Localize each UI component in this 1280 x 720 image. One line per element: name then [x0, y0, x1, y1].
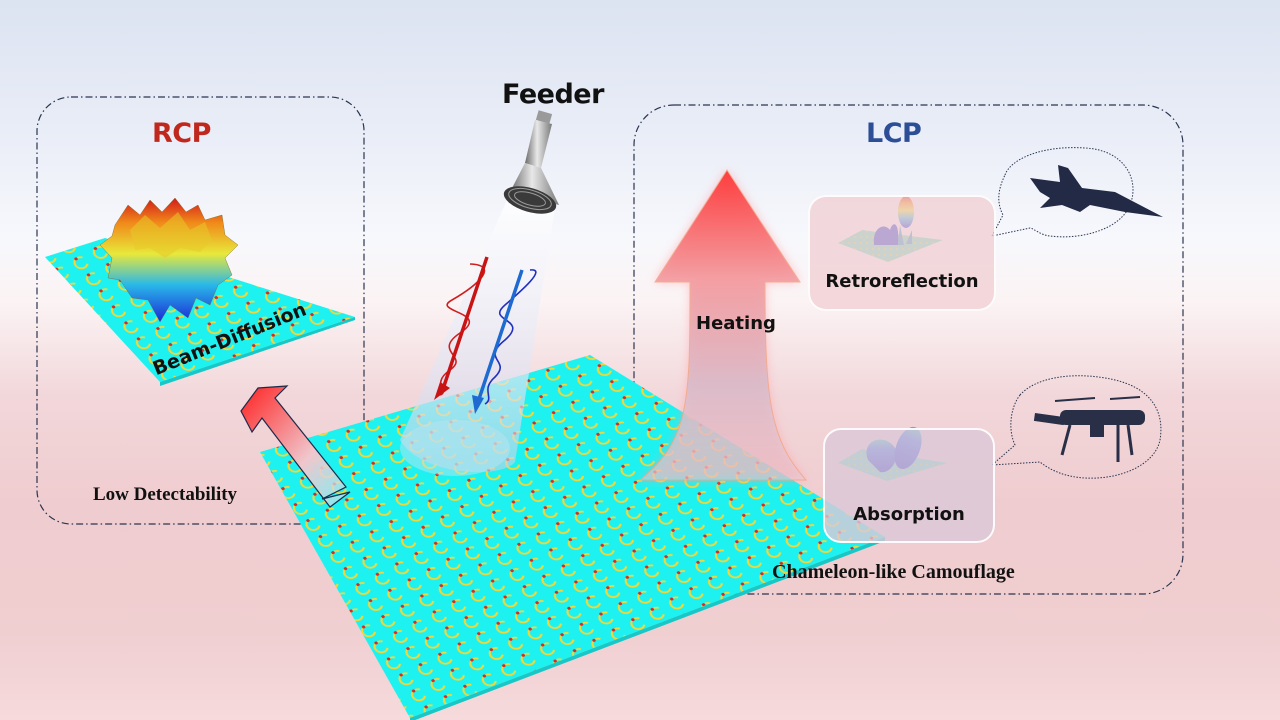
- absorption-card: Absorption: [823, 428, 995, 543]
- main-metasurface: [260, 355, 885, 720]
- retroreflection-card: Retroreflection: [808, 195, 996, 311]
- fighter-jet-bubble: [991, 147, 1134, 238]
- rcp-title: RCP: [152, 118, 211, 149]
- drone-bubble: [990, 375, 1162, 479]
- retroreflection-label: Retroreflection: [825, 271, 979, 292]
- feeder-horn: [400, 110, 559, 476]
- chameleon-camouflage-label: Chameleon-like Camouflage: [772, 561, 1015, 583]
- fighter-jet-icon: [1030, 165, 1163, 217]
- low-detectability-label: Low Detectability: [93, 484, 238, 505]
- drone-icon: [1033, 396, 1145, 462]
- rcp-wave-arrow: [434, 256, 489, 400]
- rcp-diffusion-pattern: [99, 197, 239, 323]
- heating-arrow: [638, 169, 808, 481]
- lcp-wave-arrow: [472, 269, 537, 414]
- feeder-label: Feeder: [502, 79, 604, 110]
- absorption-label: Absorption: [853, 504, 965, 525]
- heating-label: Heating: [696, 313, 776, 334]
- lcp-title: LCP: [866, 118, 922, 149]
- low-detectability-arrow: [240, 385, 351, 508]
- lcp-panel-frame: [633, 104, 1184, 595]
